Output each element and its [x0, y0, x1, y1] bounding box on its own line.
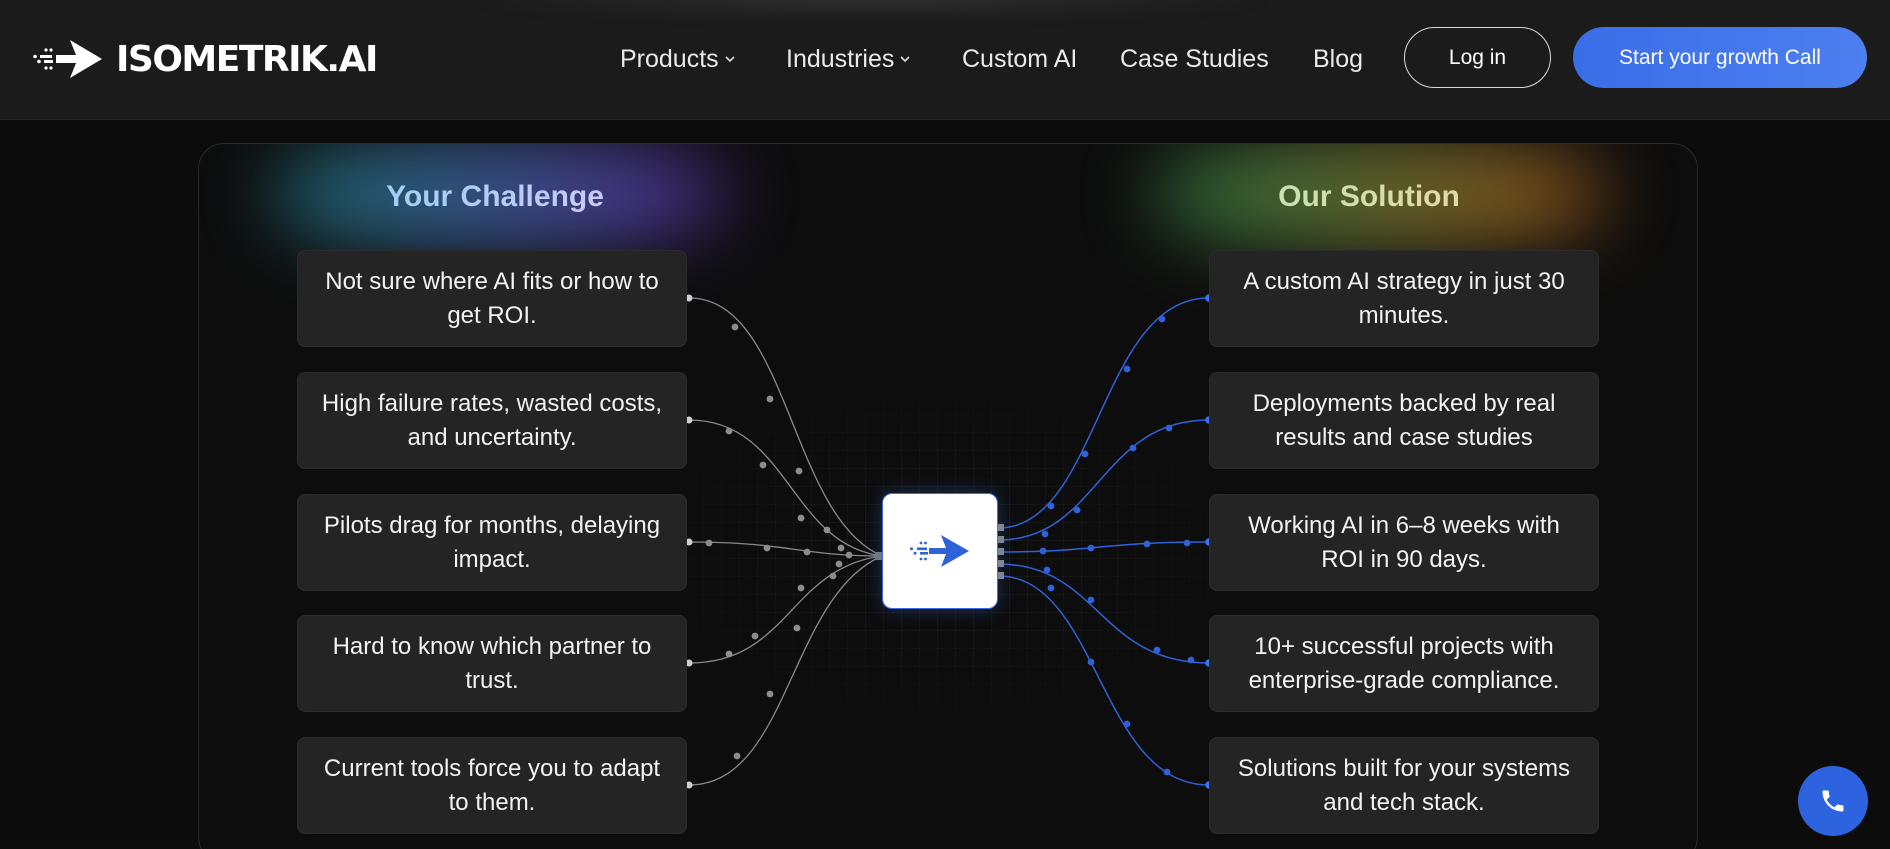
challenge-text: Hard to know which partner to trust. — [332, 632, 652, 694]
nav-label: Custom AI — [962, 44, 1078, 73]
challenge-text: Pilots drag for months, delaying impact. — [323, 511, 661, 573]
solution-text: Working AI in 6–8 weeks with ROI in 90 d… — [1248, 511, 1560, 573]
challenge-card: Pilots drag for months, delaying impact. — [297, 494, 687, 591]
solution-card: Solutions built for your systems and tec… — [1209, 737, 1599, 834]
nav-industries[interactable]: Industries — [786, 42, 911, 76]
challenge-card: Hard to know which partner to trust. — [297, 615, 687, 712]
solution-text: Solutions built for your systems and tec… — [1237, 754, 1571, 816]
challenge-solution-section: Your Challenge Our Solution — [198, 143, 1698, 849]
solution-title: Our Solution — [1159, 180, 1579, 214]
solution-card: 10+ successful projects with enterprise-… — [1209, 615, 1599, 712]
login-button[interactable]: Log in — [1404, 27, 1551, 88]
arrow-logo-icon — [33, 40, 102, 78]
solution-text: Deployments backed by real results and c… — [1252, 389, 1556, 451]
chevron-down-icon — [725, 56, 735, 63]
top-navbar: ISOMETRIK.AI Products Industries Custom … — [0, 0, 1890, 120]
nav-label: Case Studies — [1120, 44, 1269, 73]
site-logo[interactable]: ISOMETRIK.AI — [32, 38, 378, 80]
solution-wires — [997, 297, 1210, 786]
call-floating-button[interactable] — [1798, 766, 1868, 836]
challenge-title: Your Challenge — [285, 180, 705, 214]
solution-card: A custom AI strategy in just 30 minutes. — [1209, 250, 1599, 347]
solution-text: 10+ successful projects with enterprise-… — [1248, 632, 1560, 694]
challenge-wires — [688, 297, 883, 786]
nav-custom-ai[interactable]: Custom AI — [962, 42, 1077, 76]
challenge-wire-nodes — [685, 294, 883, 789]
nav-blog[interactable]: Blog — [1313, 42, 1363, 76]
nav-label: Products — [620, 44, 719, 73]
solution-wire-nodes — [997, 294, 1213, 789]
solution-text: A custom AI strategy in just 30 minutes. — [1243, 267, 1565, 329]
glow-left — [269, 144, 729, 249]
challenge-text: Current tools force you to adapt to them… — [323, 754, 661, 816]
challenge-text: Not sure where AI fits or how to get ROI… — [325, 267, 659, 329]
central-hub — [882, 493, 998, 609]
phone-icon — [1822, 790, 1844, 812]
challenge-card: High failure rates, wasted costs, and un… — [297, 372, 687, 469]
chevron-down-icon — [900, 56, 910, 63]
glow-right — [1149, 144, 1609, 249]
arrow-logo-icon — [910, 535, 969, 567]
challenge-card: Not sure where AI fits or how to get ROI… — [297, 250, 687, 347]
logo-text: ISOMETRIK.AI — [116, 38, 378, 80]
solution-card: Deployments backed by real results and c… — [1209, 372, 1599, 469]
nav-label: Industries — [786, 44, 895, 73]
nav-case-studies[interactable]: Case Studies — [1120, 42, 1269, 76]
challenge-card: Current tools force you to adapt to them… — [297, 737, 687, 834]
nav-label: Blog — [1313, 44, 1364, 73]
nav-products[interactable]: Products — [620, 42, 736, 76]
challenge-text: High failure rates, wasted costs, and un… — [321, 389, 663, 451]
start-growth-call-button[interactable]: Start your growth Call — [1573, 27, 1867, 88]
solution-card: Working AI in 6–8 weeks with ROI in 90 d… — [1209, 494, 1599, 591]
